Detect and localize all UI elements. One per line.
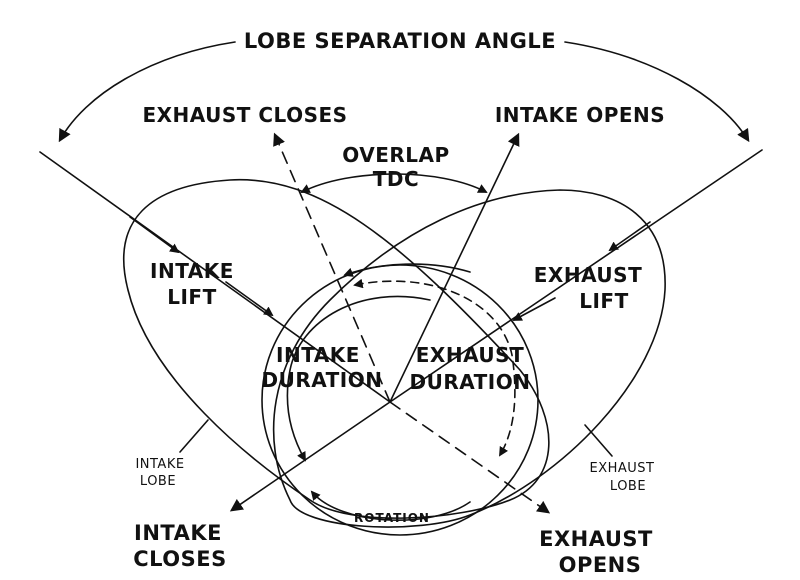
- exhaust-lift-label-2: LIFT: [579, 289, 629, 313]
- tdc-label: TDC: [373, 167, 419, 191]
- intake-lobe-arrow: [129, 216, 180, 254]
- intake-lift-label-1: INTAKE: [150, 259, 234, 283]
- intake-lobe-label-2: LOBE: [140, 474, 176, 489]
- intake-opens-label: INTAKE OPENS: [495, 103, 665, 127]
- exhaust-lobe-outline: [272, 189, 666, 528]
- intake-lift-label-2: LIFT: [167, 285, 217, 309]
- lobe-separation-arc-left: [58, 41, 236, 143]
- exhaust-duration-label-1: EXHAUST: [416, 343, 524, 367]
- intake-lobe-leader: [179, 419, 209, 453]
- intake-duration-label-1: INTAKE: [276, 343, 360, 367]
- base-circle: [261, 264, 539, 536]
- intake-centerline: [39, 151, 391, 403]
- lobe-separation-angle-label: LOBE SEPARATION ANGLE: [244, 29, 556, 53]
- intake-lobe-label-1: INTAKE: [135, 457, 184, 472]
- exhaust-lobe-leader: [584, 424, 613, 457]
- intake-lift-arrow: [225, 281, 274, 317]
- overlap-label: OVERLAP: [342, 143, 449, 167]
- inner-top-arc: [343, 263, 471, 277]
- rotation-label: ROTATION: [354, 511, 430, 525]
- overlap-arc: [300, 173, 488, 193]
- exhaust-lobe-label-1: EXHAUST: [590, 461, 655, 476]
- intake-lobe-outline: [123, 178, 550, 519]
- exhaust-duration-label-2: DURATION: [410, 370, 531, 394]
- intake-closes-line: [229, 401, 391, 512]
- exhaust-closes-label: EXHAUST CLOSES: [142, 103, 347, 127]
- exhaust-opens-label-1: EXHAUST: [539, 527, 653, 551]
- exhaust-lobe-arrow: [608, 221, 651, 252]
- exhaust-lift-arrow: [512, 297, 556, 321]
- intake-closes-label-2: CLOSES: [133, 547, 227, 571]
- exhaust-lobe-label-2: LOBE: [610, 479, 646, 494]
- exhaust-duration-arc: [353, 278, 516, 457]
- intake-duration-label-2: DURATION: [262, 368, 383, 392]
- lobe-separation-arc-right: [564, 41, 750, 143]
- exhaust-opens-label-2: OPENS: [559, 553, 642, 577]
- intake-closes-label-1: INTAKE: [134, 521, 222, 545]
- rotation-arc: [310, 490, 471, 522]
- exhaust-lift-label-1: EXHAUST: [534, 263, 642, 287]
